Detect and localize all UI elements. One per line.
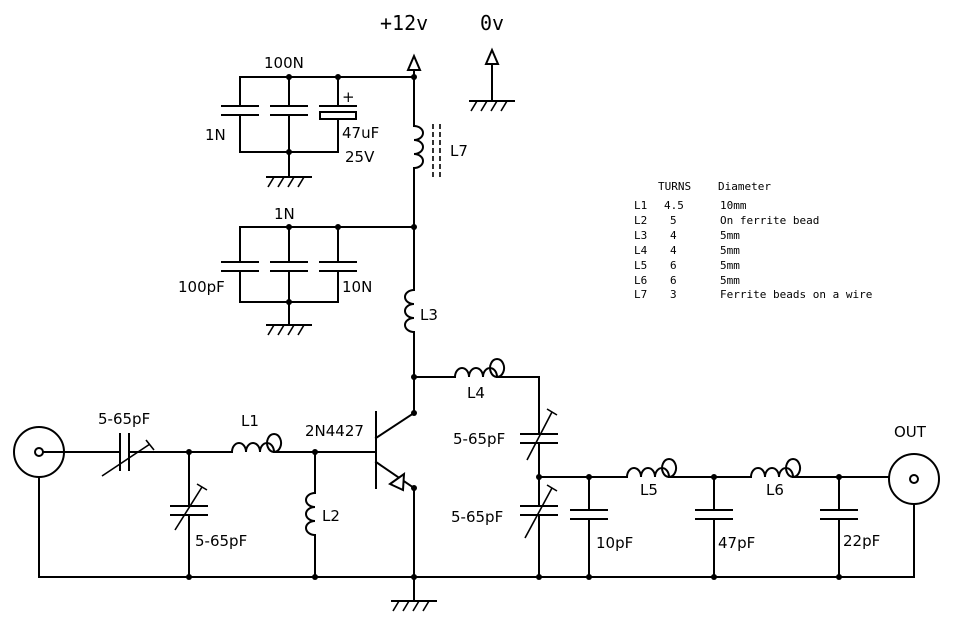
cap-47pf-label: 47pF — [718, 534, 755, 552]
table-cell-coil: L5 — [634, 259, 647, 272]
trim-c1-label: 5-65pF — [453, 430, 505, 448]
ground-icon — [391, 600, 437, 612]
l1-label: L1 — [241, 412, 259, 430]
inductor-l5-icon — [625, 458, 678, 479]
ground-icon — [266, 324, 312, 336]
zero-volt-label: 0v — [480, 11, 504, 35]
l3-label: L3 — [420, 306, 438, 324]
electrolytic-cap-icon — [319, 111, 357, 120]
trimmer-cap-series-icon — [520, 408, 558, 478]
table-cell-coil: L2 — [634, 214, 647, 227]
coil-table: TURNS Diameter L1 4.5 10mm L2 5 On ferri… — [634, 180, 872, 301]
trimmer-cap-shunt2-icon — [520, 476, 558, 578]
cap-10pf-label: 10pF — [596, 534, 633, 552]
inductor-l7-icon — [412, 124, 424, 170]
collector-section: L3 L4 5-65pF — [404, 226, 558, 478]
cap-25v-label: 25V — [345, 148, 375, 166]
zero-volt-arrow-icon — [484, 47, 500, 65]
inductor-l4-icon — [453, 358, 506, 379]
table-cell-diameter: On ferrite bead — [720, 214, 819, 227]
trim-in-label: 5-65pF — [98, 410, 150, 428]
cap-1n-label: 1N — [205, 126, 226, 144]
l2-label: L2 — [322, 507, 340, 525]
table-cell-turns: 6 — [670, 259, 677, 272]
table-cell-diameter: 5mm — [720, 259, 740, 272]
trimmer-cap-input-icon — [101, 433, 155, 477]
inductor-l3-icon — [404, 288, 416, 334]
inductor-l6-icon — [749, 458, 802, 479]
trim-c2-label: 5-65pF — [451, 508, 503, 526]
input-section: 5-65pF 5-65pF L1 L2 — [13, 410, 377, 578]
table-cell-turns: 5 — [670, 214, 677, 227]
table-cell-coil: L7 — [634, 288, 647, 301]
table-header-diameter: Diameter — [718, 180, 771, 193]
output-section: 5-65pF 10pF L5 47pF L6 22pF OUT — [451, 423, 940, 578]
l5-label: L5 — [640, 481, 658, 499]
table-header-turns: TURNS — [658, 180, 691, 193]
out-label: OUT — [894, 423, 927, 441]
l7-label: L7 — [450, 142, 468, 160]
table-cell-turns: 4 — [670, 229, 677, 242]
table-cell-coil: L6 — [634, 274, 647, 287]
table-cell-diameter: 5mm — [720, 274, 740, 287]
table-cell-diameter: 5mm — [720, 244, 740, 257]
table-cell-diameter: 10mm — [720, 199, 747, 212]
trimmer-cap-shunt-icon — [170, 451, 208, 578]
trim-shunt-label: 5-65pF — [195, 532, 247, 550]
vplus-label: +12v — [380, 11, 428, 35]
ground-icon — [469, 100, 515, 112]
supply-section: +12v 0v 100N 1N + 47uF 25V — [178, 11, 515, 336]
table-cell-turns: 4.5 — [664, 199, 684, 212]
cap-22pf-label: 22pF — [843, 532, 880, 550]
cap-47uf-label: 47uF — [342, 124, 379, 142]
table-cell-turns: 4 — [670, 244, 677, 257]
ground-icon — [266, 176, 312, 188]
ground-bus — [38, 476, 915, 612]
inductor-l1-icon — [230, 433, 283, 454]
output-connector-icon — [888, 453, 940, 505]
cap-1n-mid-label: 1N — [274, 205, 295, 223]
table-cell-diameter: Ferrite beads on a wire — [720, 288, 872, 301]
transistor-label: 2N4427 — [305, 422, 364, 440]
inductor-l2-icon — [305, 491, 317, 537]
cap-10n-label: 10N — [342, 278, 372, 296]
l4-label: L4 — [467, 384, 485, 402]
cap-100n-label: 100N — [264, 54, 304, 72]
cap-100pf-label: 100pF — [178, 278, 225, 296]
vplus-arrow-icon — [406, 53, 422, 71]
transistor-2n4427-icon — [374, 410, 417, 602]
plus-sign-label: + — [342, 88, 355, 106]
table-cell-diameter: 5mm — [720, 229, 740, 242]
table-cell-turns: 3 — [670, 288, 677, 301]
l6-label: L6 — [766, 481, 784, 499]
table-cell-coil: L4 — [634, 244, 648, 257]
table-cell-coil: L1 — [634, 199, 647, 212]
table-cell-turns: 6 — [670, 274, 677, 287]
table-cell-coil: L3 — [634, 229, 647, 242]
